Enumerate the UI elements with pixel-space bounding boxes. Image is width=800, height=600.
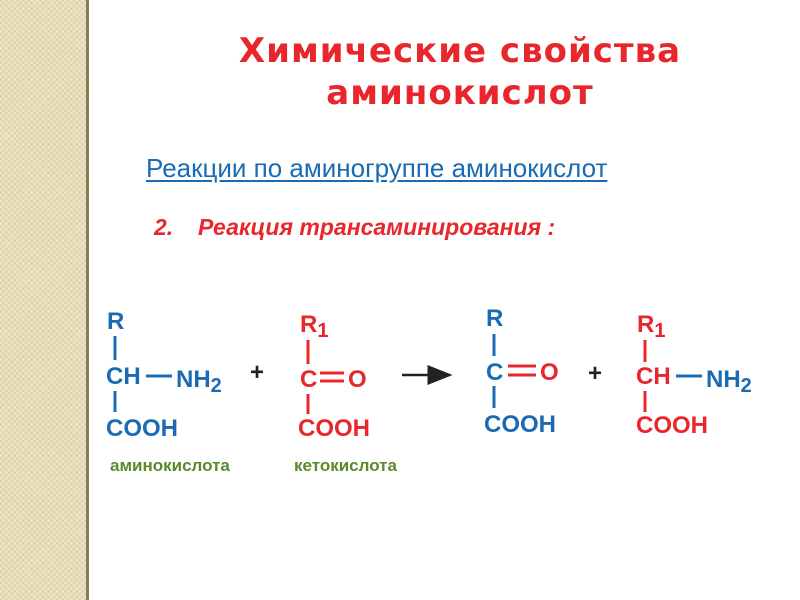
- m2-r-text: R: [300, 311, 317, 338]
- plus-sign-1: +: [250, 359, 264, 386]
- plus-sign-2: +: [588, 360, 602, 387]
- reaction-heading: 2. Реакция трансаминирования :: [154, 213, 555, 241]
- m1-cooh-group: COOH: [106, 415, 178, 442]
- reaction-title: Реакция трансаминирования :: [198, 214, 556, 240]
- product-amino-acid-molecule: R1 CH NH2 COOH: [636, 311, 752, 439]
- m1-nh-subscript: 2: [211, 375, 222, 397]
- m1-ch-group: CH: [106, 363, 141, 390]
- m3-o-atom: O: [540, 359, 559, 386]
- side-band-edge: [86, 0, 89, 600]
- m1-nh-text: NH: [176, 366, 211, 393]
- amino-acid-molecule: R CH NH2 COOH: [106, 308, 222, 442]
- m3-c-atom: C: [486, 359, 503, 386]
- m2-cooh-group: COOH: [298, 415, 370, 442]
- m4-r-text: R: [637, 311, 654, 338]
- reaction-number: 2.: [154, 214, 174, 240]
- product-keto-acid-molecule: R C O COOH: [484, 305, 559, 438]
- title-line-1: Химические свойства: [238, 31, 682, 71]
- caption-amino-acid: аминокислота: [110, 456, 230, 475]
- m2-r-subscript: 1: [317, 320, 328, 342]
- decorative-side-band: [0, 0, 86, 600]
- m2-r-group: R1: [300, 311, 328, 342]
- m3-r-group: R: [486, 305, 503, 332]
- m4-nh-text: NH: [706, 366, 741, 393]
- m4-r-group: R1: [637, 311, 665, 342]
- m4-nh-subscript: 2: [741, 375, 752, 397]
- m1-r-group: R: [107, 308, 124, 335]
- m3-cooh-group: COOH: [484, 411, 556, 438]
- m1-nh-group: NH2: [176, 366, 222, 397]
- m4-cooh-group: COOH: [636, 412, 708, 439]
- caption-keto-acid: кетокислота: [294, 456, 397, 475]
- title-line-2: аминокислот: [326, 73, 594, 113]
- slide-title: Химические свойства аминокислот: [180, 30, 740, 114]
- m4-ch-group: CH: [636, 363, 671, 390]
- keto-acid-molecule: R1 C O COOH: [298, 311, 370, 442]
- m2-c-atom: C: [300, 366, 317, 393]
- section-subtitle: Реакции по аминогруппе аминокислот: [146, 153, 608, 183]
- m4-r-subscript: 1: [654, 320, 665, 342]
- m2-o-atom: O: [348, 366, 367, 393]
- m4-nh-group: NH2: [706, 366, 752, 397]
